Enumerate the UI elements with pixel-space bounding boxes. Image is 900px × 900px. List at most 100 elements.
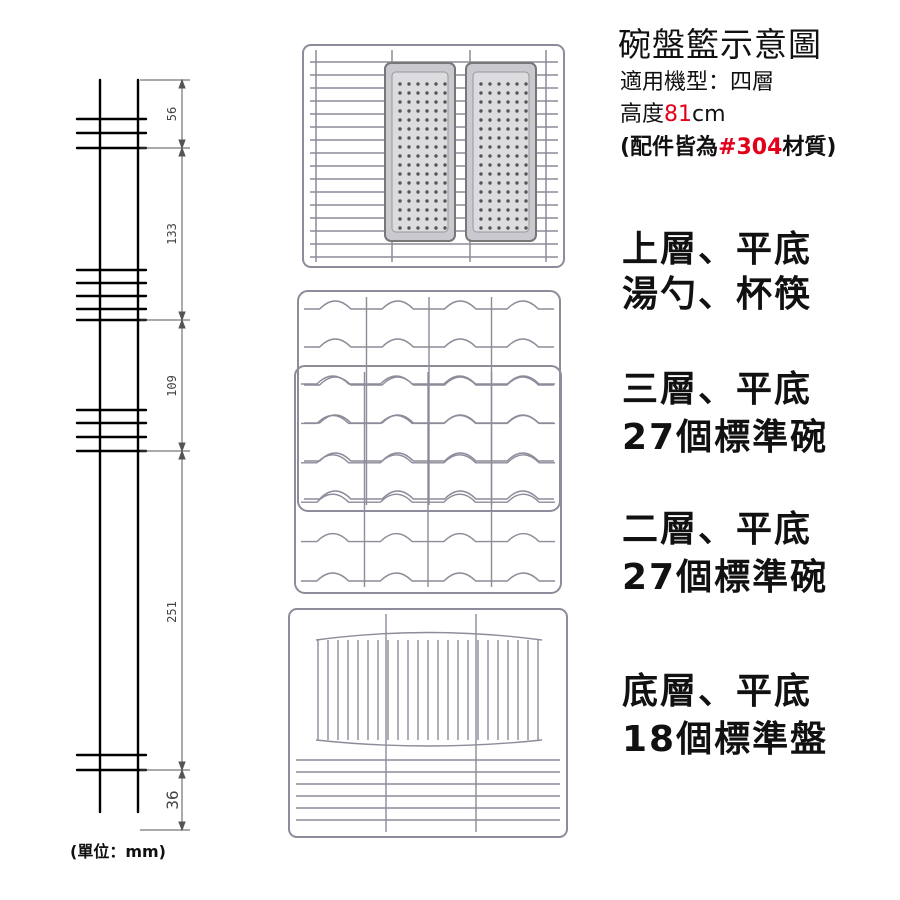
perforation [506, 208, 510, 212]
height-value: 81 [664, 102, 693, 127]
perforation [416, 145, 420, 149]
layer-top-line2: 湯勺、杯筷 [622, 274, 813, 315]
perforation [479, 181, 483, 185]
perforation [524, 226, 528, 230]
dim-label-5: 36 [163, 790, 182, 809]
perforation [416, 100, 420, 104]
dimension-lines [140, 78, 190, 832]
perforation [479, 100, 483, 104]
layer-top-line1: 上層、平底 [622, 229, 813, 270]
perforation [488, 217, 492, 221]
perforation [416, 163, 420, 167]
perforation [434, 199, 438, 203]
perforation [488, 145, 492, 149]
perforation [524, 100, 528, 104]
perforation [488, 154, 492, 158]
perforation [515, 199, 519, 203]
perforation [407, 154, 411, 158]
perforation [434, 226, 438, 230]
perforation [416, 208, 420, 212]
perforation [416, 217, 420, 221]
perforation [479, 190, 483, 194]
perforation [497, 172, 501, 176]
bowl-basket-upper [297, 290, 561, 512]
perforation [488, 136, 492, 140]
perforation [524, 145, 528, 149]
perforation [398, 109, 402, 113]
perforation [434, 172, 438, 176]
perforation [488, 226, 492, 230]
perforation [506, 91, 510, 95]
perforation [434, 181, 438, 185]
layer-third-line1: 三層、平底 [622, 369, 813, 410]
perforation [497, 226, 501, 230]
layer-bottom-line2: 18個標準盤 [622, 719, 829, 760]
dim-label-2: 133 [165, 223, 179, 245]
perforation [515, 145, 519, 149]
perforation [497, 217, 501, 221]
perforation [434, 190, 438, 194]
perforation [479, 136, 483, 140]
perforation [506, 217, 510, 221]
perforation [434, 91, 438, 95]
perforation [434, 82, 438, 86]
dim-label-4: 251 [165, 601, 179, 623]
perforation [434, 154, 438, 158]
perforation [443, 217, 447, 221]
perforation [443, 91, 447, 95]
perforation [506, 109, 510, 113]
perforation [515, 100, 519, 104]
perforation [479, 163, 483, 167]
perforation [425, 136, 429, 140]
perforation [425, 181, 429, 185]
perforation [479, 109, 483, 113]
diagram-title: 碗盤籃示意圖 [618, 25, 822, 64]
side-frame-drawing [75, 78, 148, 814]
perforation [425, 127, 429, 131]
perforation [443, 181, 447, 185]
perforation [407, 100, 411, 104]
perforation [407, 208, 411, 212]
perforation [425, 82, 429, 86]
perforation [524, 127, 528, 131]
perforation [515, 163, 519, 167]
perforation [524, 217, 528, 221]
perforation [524, 172, 528, 176]
perforation [407, 190, 411, 194]
perforation [515, 109, 519, 113]
perforation [416, 109, 420, 113]
perforation [398, 181, 402, 185]
perforation [443, 199, 447, 203]
perforation [443, 118, 447, 122]
perforation [398, 226, 402, 230]
perforation [506, 136, 510, 140]
perforation [416, 199, 420, 203]
perforation [434, 100, 438, 104]
perforation [524, 109, 528, 113]
layer-second-line2: 27個標準碗 [622, 557, 829, 598]
perforation [497, 100, 501, 104]
perforation [506, 163, 510, 167]
perforation [425, 118, 429, 122]
perforation [434, 163, 438, 167]
perforation [407, 217, 411, 221]
perforation [488, 208, 492, 212]
perforation [416, 226, 420, 230]
perforation [407, 181, 411, 185]
perforation [416, 190, 420, 194]
layer-bottom-line1: 底層、平底 [622, 671, 813, 712]
perforation [407, 127, 411, 131]
perforation [497, 163, 501, 167]
perforation [506, 100, 510, 104]
perforation [398, 136, 402, 140]
perforation [524, 181, 528, 185]
perforation [515, 172, 519, 176]
perforation [407, 109, 411, 113]
unit-note: (單位：mm) [70, 842, 166, 861]
perforation [497, 145, 501, 149]
perforation [398, 127, 402, 131]
material-value: #304 [718, 135, 783, 160]
perforation [434, 208, 438, 212]
perforation [407, 82, 411, 86]
dim-label-1: 56 [165, 107, 179, 121]
